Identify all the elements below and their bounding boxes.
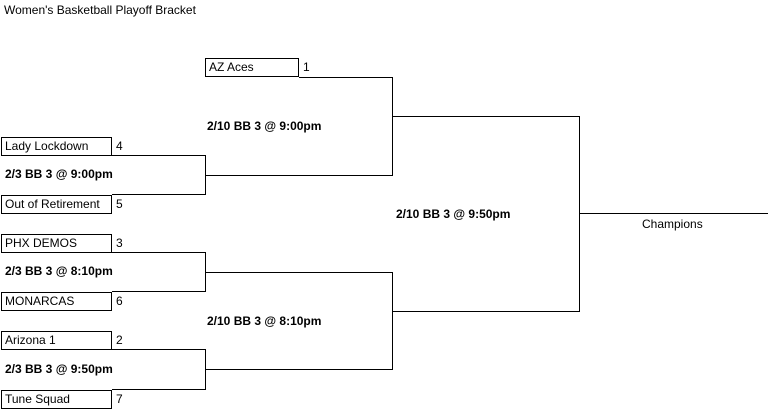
connector-line bbox=[112, 291, 206, 292]
connector-line bbox=[112, 389, 206, 390]
team-seed: 6 bbox=[116, 294, 123, 308]
connector-line bbox=[205, 175, 393, 176]
team-seed: 5 bbox=[116, 197, 123, 211]
connector-line bbox=[205, 369, 393, 370]
team-seed: 2 bbox=[116, 333, 123, 347]
game-label-round1: 2/3 BB 3 @ 8:10pm bbox=[5, 264, 113, 278]
team-slot-out-of-retirement: Out of Retirement bbox=[1, 195, 112, 214]
connector-line bbox=[299, 77, 393, 78]
team-slot-phx-demos: PHX DEMOS bbox=[1, 234, 112, 253]
team-slot-monarcas: MONARCAS bbox=[1, 292, 112, 311]
connector-line bbox=[579, 116, 580, 312]
champions-label: Champions bbox=[642, 217, 703, 231]
game-label-round1: 2/3 BB 3 @ 9:50pm bbox=[5, 362, 113, 376]
bracket-title: Women's Basketball Playoff Bracket bbox=[4, 3, 196, 17]
connector-line bbox=[112, 252, 206, 253]
team-seed: 1 bbox=[303, 60, 310, 74]
connector-line bbox=[392, 77, 393, 176]
connector-line bbox=[112, 194, 206, 195]
connector-line bbox=[392, 311, 580, 312]
team-seed: 3 bbox=[116, 236, 123, 250]
game-label-semifinal: 2/10 BB 3 @ 8:10pm bbox=[207, 314, 322, 328]
team-slot-az-aces: AZ Aces bbox=[205, 58, 299, 77]
game-label-round1: 2/3 BB 3 @ 9:00pm bbox=[5, 167, 113, 181]
game-label-semifinal: 2/10 BB 3 @ 9:00pm bbox=[207, 119, 322, 133]
team-slot-tune-squad: Tune Squad bbox=[1, 390, 112, 409]
champion-line bbox=[579, 213, 768, 214]
team-seed: 7 bbox=[116, 392, 123, 406]
team-seed: 4 bbox=[116, 139, 123, 153]
connector-line bbox=[112, 155, 206, 156]
team-slot-arizona-1: Arizona 1 bbox=[1, 331, 112, 350]
connector-line bbox=[392, 116, 580, 117]
game-label-final: 2/10 BB 3 @ 9:50pm bbox=[396, 207, 511, 221]
team-slot-lady-lockdown: Lady Lockdown bbox=[1, 137, 112, 156]
connector-line bbox=[205, 272, 393, 273]
connector-line bbox=[112, 349, 206, 350]
connector-line bbox=[392, 272, 393, 370]
